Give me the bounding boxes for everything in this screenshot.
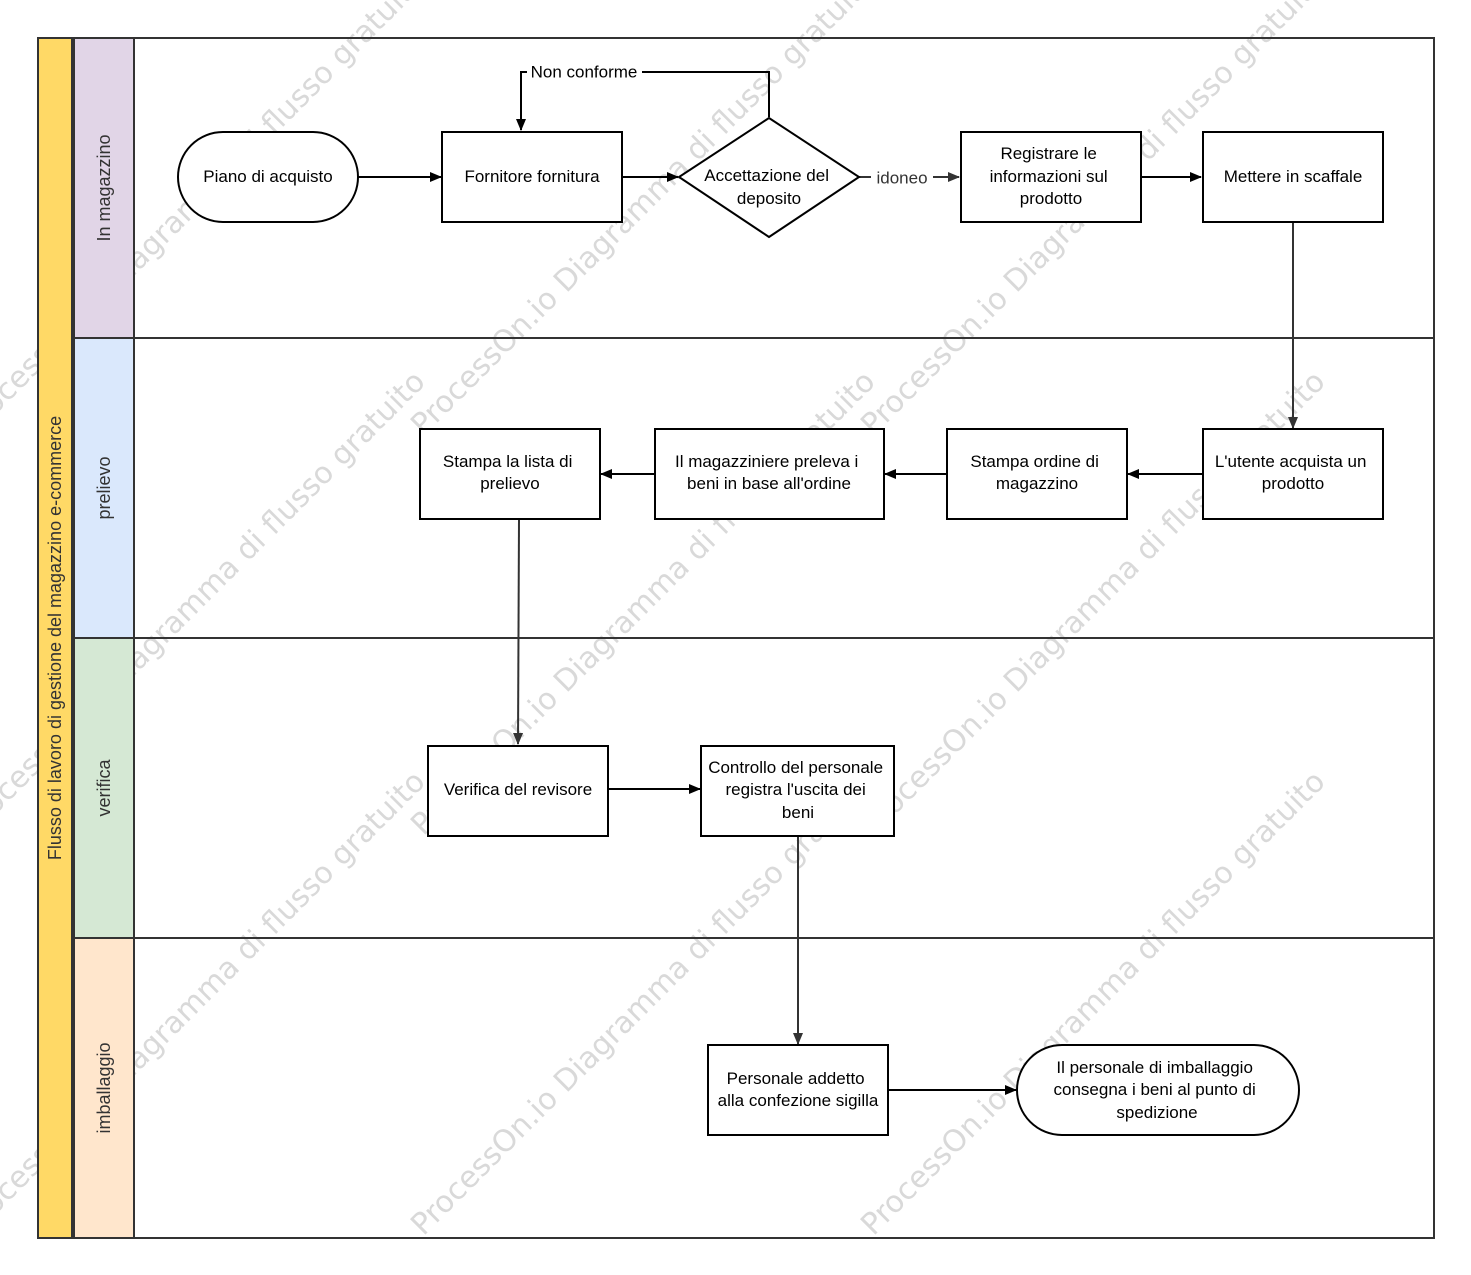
node-line: prodotto — [1262, 474, 1324, 493]
lane-label-verifica: verifica — [94, 759, 114, 817]
node-line: Il personale di imballaggio — [1056, 1058, 1253, 1077]
node-line: Il magazziniere preleva i — [675, 452, 858, 471]
node-label-controllo: Controllo del personale registra l'uscit… — [708, 758, 888, 822]
node-label-utente: L'utente acquista un prodotto — [1215, 452, 1371, 493]
node-line: Piano di acquisto — [203, 167, 332, 186]
watermark-text: ProcessOn.io Diagramma di flusso gratuit… — [854, 764, 1332, 1242]
node-line: alla confezione sigilla — [718, 1091, 879, 1110]
nodes: Piano di acquisto Fornitore fornitura Ac… — [177, 116, 1384, 1136]
node-confezione[interactable]: Personale addetto alla confezione sigill… — [707, 1044, 889, 1136]
node-label-scaffale: Mettere in scaffale — [1224, 167, 1363, 186]
node-shape-accettazione — [677, 116, 861, 239]
node-label-confezione: Personale addetto alla confezione sigill… — [718, 1069, 879, 1110]
node-line: magazzino — [996, 474, 1078, 493]
edge-label-non-conforme: Non conforme — [531, 63, 638, 82]
node-shape-utente — [1202, 428, 1384, 520]
node-line: deposito — [737, 189, 801, 208]
lane-magazzino: In magazzino — [73, 37, 1435, 339]
node-shape-piano — [177, 131, 359, 223]
node-line: Controllo del personale — [708, 758, 883, 777]
node-stampa-lista[interactable]: Stampa la lista di prelievo — [419, 428, 601, 520]
node-utente[interactable]: L'utente acquista un prodotto — [1202, 428, 1384, 520]
edges: Non conforme idoneo — [358, 63, 1298, 1095]
node-fornitore[interactable]: Fornitore fornitura — [441, 131, 623, 223]
node-registrare[interactable]: Registrare le informazioni sul prodotto — [960, 131, 1142, 223]
node-line: beni — [782, 803, 814, 822]
node-line: L'utente acquista un — [1215, 452, 1367, 471]
node-line: Verifica del revisore — [444, 780, 592, 799]
node-consegna[interactable]: Il personale di imballaggio consegna i b… — [1016, 1044, 1300, 1136]
node-label-registrare: Registrare le informazioni sul prodotto — [990, 144, 1113, 208]
node-label-stampa-lista: Stampa la lista di prelievo — [443, 452, 577, 493]
node-magazziniere[interactable]: Il magazziniere preleva i beni in base a… — [654, 428, 885, 520]
lane-header-imballaggio — [73, 937, 135, 1239]
node-shape-stampa-lista — [419, 428, 601, 520]
pool-title: Flusso di lavoro di gestione del magazzi… — [45, 416, 65, 860]
node-accettazione[interactable]: Accettazione del deposito — [677, 116, 861, 239]
edge-accettazione-fornitore-return[interactable] — [516, 71, 527, 131]
node-stampa-ordine[interactable]: Stampa ordine di magazzino — [946, 428, 1128, 520]
node-shape-consegna — [1016, 1044, 1300, 1136]
node-line: Fornitore fornitura — [464, 167, 600, 186]
node-piano[interactable]: Piano di acquisto — [177, 131, 359, 223]
node-shape-fornitore — [441, 131, 623, 223]
lane-label-magazzino: In magazzino — [94, 134, 114, 241]
node-line: prodotto — [1020, 189, 1082, 208]
node-line: Accettazione del — [704, 166, 829, 185]
node-line: informazioni sul — [990, 167, 1108, 186]
node-line: Stampa la lista di — [443, 452, 572, 471]
node-revisore[interactable]: Verifica del revisore — [427, 745, 609, 837]
node-line: Personale addetto — [727, 1069, 865, 1088]
node-line: Stampa ordine di — [970, 452, 1099, 471]
node-label-consegna: Il personale di imballaggio consegna i b… — [1054, 1058, 1261, 1122]
lane-prelievo: prelievo — [73, 337, 1435, 639]
node-label-magazziniere: Il magazziniere preleva i beni in base a… — [675, 452, 863, 493]
lane-body-imballaggio — [133, 937, 1435, 1239]
node-label-revisore: Verifica del revisore — [444, 780, 592, 799]
node-label-stampa-ordine: Stampa ordine di magazzino — [970, 452, 1103, 493]
edge-label-idoneo: idoneo — [876, 169, 927, 188]
node-line: Registrare le — [1000, 144, 1096, 163]
node-shape-scaffale — [1202, 131, 1384, 223]
lane-header-verifica — [73, 637, 135, 939]
node-scaffale[interactable]: Mettere in scaffale — [1202, 131, 1384, 223]
node-shape-registrare — [960, 131, 1142, 223]
node-shape-controllo — [700, 745, 895, 837]
node-shape-confezione — [707, 1044, 889, 1136]
node-line: consegna i beni al punto di — [1054, 1080, 1256, 1099]
node-label-accettazione: Accettazione del deposito — [704, 166, 833, 208]
node-line: beni in base all'ordine — [687, 474, 851, 493]
lane-label-prelievo: prelievo — [94, 456, 114, 519]
node-line: prelievo — [480, 474, 540, 493]
node-shape-magazziniere — [654, 428, 885, 520]
node-controllo[interactable]: Controllo del personale registra l'uscit… — [700, 745, 895, 837]
node-line: registra l'uscita dei — [726, 780, 866, 799]
node-label-piano: Piano di acquisto — [203, 167, 332, 186]
edge-accettazione-fornitore[interactable] — [642, 71, 770, 117]
node-line: Mettere in scaffale — [1224, 167, 1363, 186]
lane-label-imballaggio: imballaggio — [94, 1042, 114, 1133]
node-label-fornitore: Fornitore fornitura — [464, 167, 600, 186]
node-shape-revisore — [427, 745, 609, 837]
node-shape-stampa-ordine — [946, 428, 1128, 520]
edge-stampa-lista-revisore[interactable] — [513, 519, 524, 745]
node-line: spedizione — [1116, 1103, 1197, 1122]
lane-imballaggio: imballaggio — [73, 937, 1435, 1239]
